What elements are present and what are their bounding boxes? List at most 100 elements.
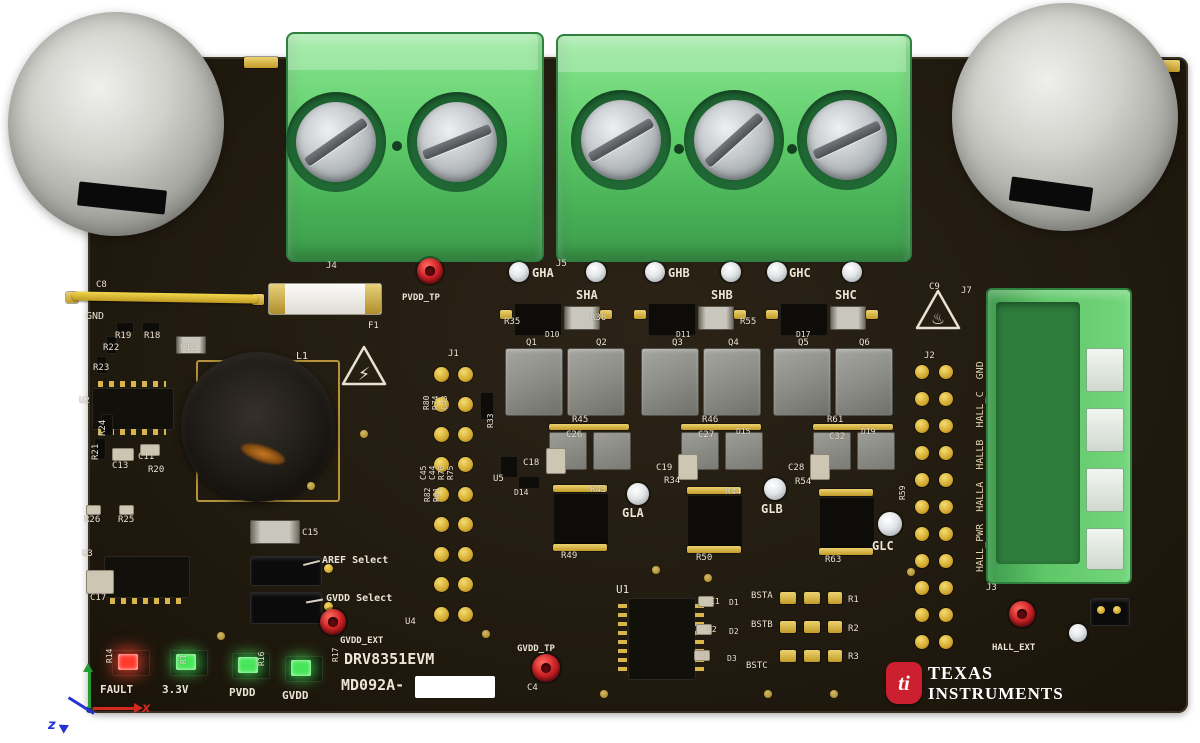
ic-u3	[104, 556, 190, 598]
smd-component	[106, 336, 117, 354]
via	[907, 568, 915, 576]
header-pin	[915, 446, 929, 460]
header-pin	[915, 473, 929, 487]
hall-select-jumper-j3	[1090, 598, 1130, 626]
pad-strip	[687, 546, 741, 553]
bst-pad	[780, 621, 796, 633]
hall-connector-body	[996, 302, 1080, 564]
header-pin	[939, 392, 953, 406]
smd-capacitor	[694, 650, 710, 661]
ic-pins	[618, 604, 627, 674]
connector-slot	[1086, 468, 1124, 512]
header-pin	[458, 607, 473, 622]
header-pin	[458, 457, 473, 472]
via	[360, 430, 368, 438]
pad	[734, 310, 746, 319]
header-pin	[915, 581, 929, 595]
header-pin	[939, 635, 953, 649]
jumper-pin	[324, 602, 333, 611]
mount-hole	[392, 141, 402, 151]
via	[600, 690, 608, 698]
smd-capacitor	[678, 454, 698, 480]
axis-z-label: z	[48, 718, 56, 733]
ic-u5	[500, 456, 518, 478]
ti-logo-icon: ti	[886, 662, 922, 704]
bst-pad	[804, 650, 820, 662]
header-pin	[915, 554, 929, 568]
header-pin	[458, 577, 473, 592]
mosfet-q5	[773, 348, 831, 416]
axis-y-arrowhead	[83, 663, 93, 672]
via	[482, 630, 490, 638]
test-point-hall	[1069, 624, 1087, 642]
bst-pad	[804, 592, 820, 604]
jumper-pin	[1113, 606, 1121, 614]
axis-x-arrowhead	[134, 703, 143, 713]
test-point-ghb	[645, 262, 665, 282]
smd-capacitor	[698, 596, 714, 607]
test-point-ghc	[767, 262, 787, 282]
jumper-pin	[324, 564, 333, 573]
mosfet-q4	[703, 348, 761, 416]
ic-pins	[110, 598, 182, 604]
pad-strip	[553, 485, 607, 492]
smd-capacitor	[696, 624, 712, 635]
high-voltage-warning-icon: ⚡	[341, 345, 387, 386]
mosfet-q1	[505, 348, 563, 416]
brand-texas: TEXAS	[928, 663, 994, 683]
revision-blank-box	[415, 676, 495, 698]
ic-pins	[695, 604, 704, 674]
header-pin	[434, 367, 449, 382]
shunt-r63	[819, 497, 875, 549]
diode	[564, 306, 600, 330]
pad-strip	[813, 424, 893, 430]
capacitor-c15	[250, 520, 300, 544]
header-pin	[915, 365, 929, 379]
svg-text:⚡: ⚡	[358, 361, 370, 385]
gate-resistor	[648, 303, 696, 336]
test-point-pvdd-tp	[417, 258, 443, 284]
brand-instruments: INSTRUMENTS	[928, 684, 1064, 703]
header-pin	[939, 581, 953, 595]
test-point-gvdd-ext	[320, 609, 346, 635]
header-pin	[915, 527, 929, 541]
header-pin	[458, 487, 473, 502]
bst-pad	[804, 621, 820, 633]
header-pin	[434, 457, 449, 472]
header-pin	[939, 527, 953, 541]
connector-slot	[1086, 348, 1124, 392]
led-gvdd	[291, 660, 311, 676]
pad	[634, 310, 646, 319]
via	[704, 574, 712, 582]
smd-capacitor	[112, 448, 134, 461]
inductor-l1	[181, 352, 335, 502]
diode-d14	[518, 476, 540, 489]
fuse-f1	[268, 283, 382, 315]
svg-text:♨: ♨	[932, 307, 943, 329]
pad-strip	[687, 487, 741, 494]
header-pin	[434, 487, 449, 502]
header-pin	[939, 473, 953, 487]
pad	[500, 310, 512, 319]
aref-select-jumper	[250, 556, 322, 586]
smd-component	[142, 322, 160, 333]
bst-pad	[780, 650, 796, 662]
mount-hole	[674, 144, 684, 154]
mosfet-q6	[835, 348, 893, 416]
header-pin	[458, 397, 473, 412]
header-pin	[939, 365, 953, 379]
pad	[766, 310, 778, 319]
mount-hole	[787, 144, 797, 154]
shunt-r50	[687, 495, 743, 547]
smd-resistor	[86, 505, 101, 515]
diode	[830, 306, 866, 330]
gvdd-select-jumper	[250, 592, 322, 624]
resistor-r33	[480, 392, 494, 420]
ic-pins	[98, 429, 166, 435]
diode	[698, 306, 734, 330]
terminal-block-top	[288, 34, 538, 70]
led-pvdd	[238, 657, 258, 673]
pad	[600, 310, 612, 319]
axis-z-arrowhead	[56, 720, 69, 734]
via	[652, 566, 660, 574]
